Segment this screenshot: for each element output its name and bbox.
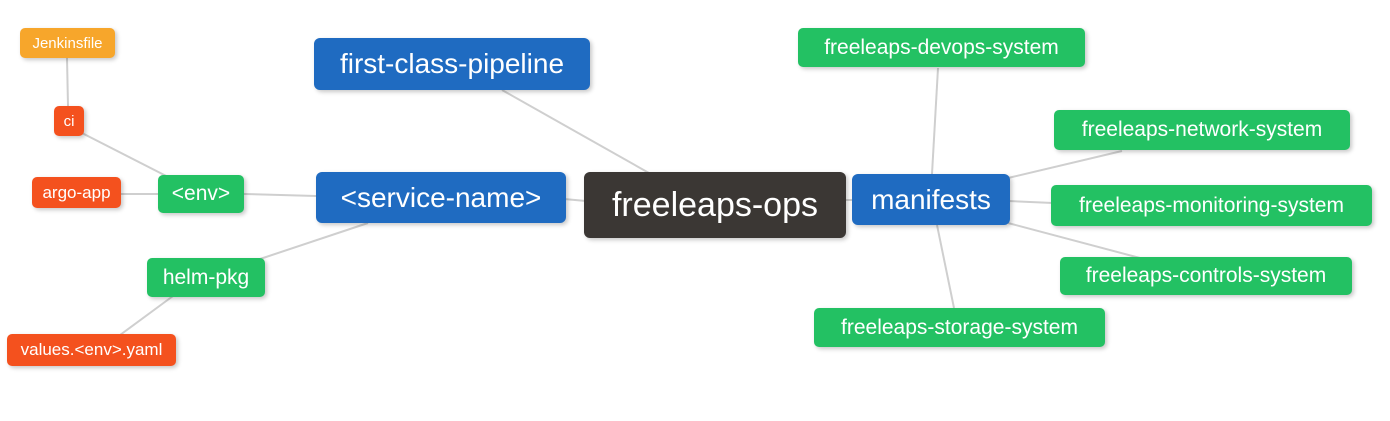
node-freeleaps-ops[interactable]: freeleaps-ops xyxy=(584,172,846,238)
edge-service-name-helm-pkg xyxy=(259,222,369,260)
node-values-env-yaml[interactable]: values.<env>.yaml xyxy=(7,334,176,366)
node-freeleaps-network-system[interactable]: freeleaps-network-system xyxy=(1054,110,1350,150)
node-freeleaps-controls-system[interactable]: freeleaps-controls-system xyxy=(1060,257,1352,295)
edge-jenkinsfile-ci xyxy=(66,57,69,107)
node-service-name[interactable]: <service-name> xyxy=(316,172,566,223)
edge-pipeline-freeleaps-ops xyxy=(501,89,650,174)
edge-manifests-monitoring xyxy=(1007,200,1054,204)
edge-ci-env xyxy=(79,131,179,183)
node-freeleaps-monitoring-system[interactable]: freeleaps-monitoring-system xyxy=(1051,185,1372,226)
node-manifests[interactable]: manifests xyxy=(852,174,1010,225)
node-freeleaps-storage-system[interactable]: freeleaps-storage-system xyxy=(814,308,1105,347)
edge-helm-pkg-values xyxy=(119,295,174,336)
edge-env-service-name xyxy=(243,193,317,197)
edge-manifests-devops xyxy=(931,67,939,175)
edge-manifests-controls xyxy=(1007,222,1141,259)
node-argo-app[interactable]: argo-app xyxy=(32,177,121,208)
node-ci[interactable]: ci xyxy=(54,106,84,136)
node-jenkinsfile[interactable]: Jenkinsfile xyxy=(20,28,115,58)
node-freeleaps-devops-system[interactable]: freeleaps-devops-system xyxy=(798,28,1085,67)
node-helm-pkg[interactable]: helm-pkg xyxy=(147,258,265,297)
node-first-class-pipeline[interactable]: first-class-pipeline xyxy=(314,38,590,90)
edge-manifests-network xyxy=(1007,150,1123,179)
node-env[interactable]: <env> xyxy=(158,175,244,213)
edge-manifests-storage xyxy=(936,224,955,309)
edge-service-name-freeleaps-ops xyxy=(563,198,587,202)
